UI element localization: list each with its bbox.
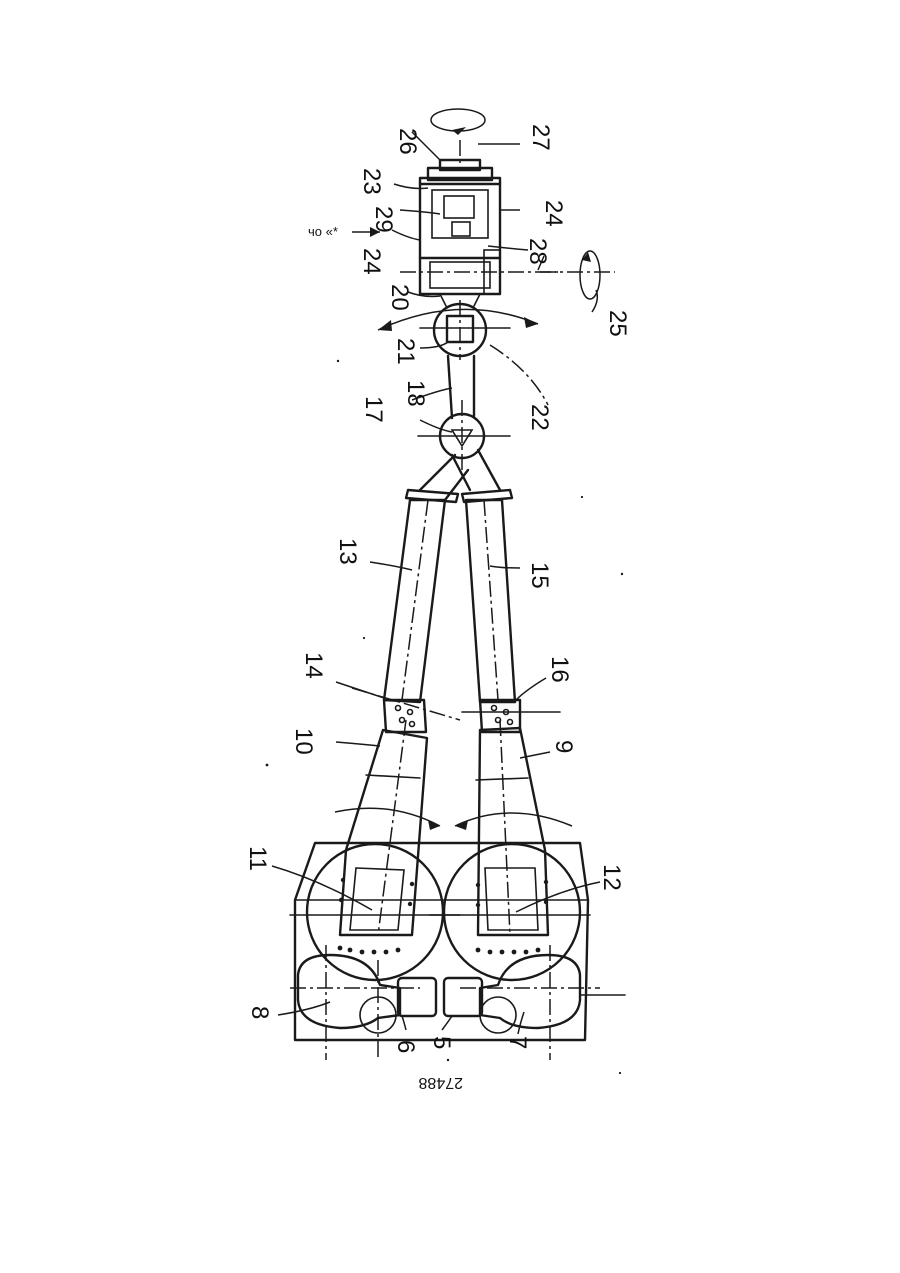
- numeral-5: 5: [428, 1036, 455, 1049]
- gearbox-6: [398, 978, 436, 1016]
- numeral-12: 12: [598, 864, 625, 891]
- numeral-20: 20: [386, 284, 413, 311]
- numeral-23: 23: [358, 168, 385, 195]
- reference-numerals: 26 27 23 24 29 24 28 20 25 21 18 17 22 1…: [244, 124, 631, 1053]
- link-18: [448, 356, 474, 418]
- numeral-26: 26: [394, 128, 421, 155]
- numeral-15: 15: [526, 562, 553, 589]
- left-rotary-disc: [290, 844, 460, 980]
- rotation-arrow-27: [431, 109, 485, 135]
- numeral-10: 10: [290, 728, 317, 755]
- numeral-24-right: 24: [540, 200, 567, 227]
- left-upper-arm-13: [384, 455, 468, 702]
- numeral-22: 22: [526, 404, 553, 431]
- numeral-24-left: 24: [358, 248, 385, 275]
- numeral-17: 17: [360, 396, 387, 423]
- numeral-21: 21: [392, 338, 419, 365]
- numeral-28: 28: [524, 238, 551, 265]
- numeral-11: 11: [244, 846, 271, 871]
- drawing-number: 27488: [418, 1074, 463, 1091]
- base-carriage: [295, 843, 588, 1040]
- numeral-14: 14: [300, 652, 327, 679]
- numeral-9: 9: [550, 740, 577, 753]
- gearbox-5: [444, 978, 482, 1016]
- numeral-25: 25: [604, 310, 631, 337]
- right-wrist-joint-16: [462, 700, 560, 732]
- right-rotary-disc: [430, 844, 590, 980]
- left-lower-arm-10: [338, 720, 427, 954]
- numeral-13: 13: [334, 538, 361, 565]
- motor-7: [460, 945, 625, 1060]
- numeral-7: 7: [504, 1036, 531, 1049]
- stray-annotation: чо «*: [308, 224, 338, 239]
- numeral-16: 16: [546, 656, 573, 683]
- end-effector-head: [400, 140, 560, 306]
- numeral-8: 8: [246, 1006, 273, 1019]
- numeral-29: 29: [370, 206, 397, 233]
- apex-joint-17: [418, 400, 510, 470]
- numeral-27: 27: [527, 124, 554, 151]
- numeral-6: 6: [392, 1040, 419, 1053]
- numeral-18: 18: [402, 380, 429, 407]
- right-upper-arm-15: [452, 450, 515, 702]
